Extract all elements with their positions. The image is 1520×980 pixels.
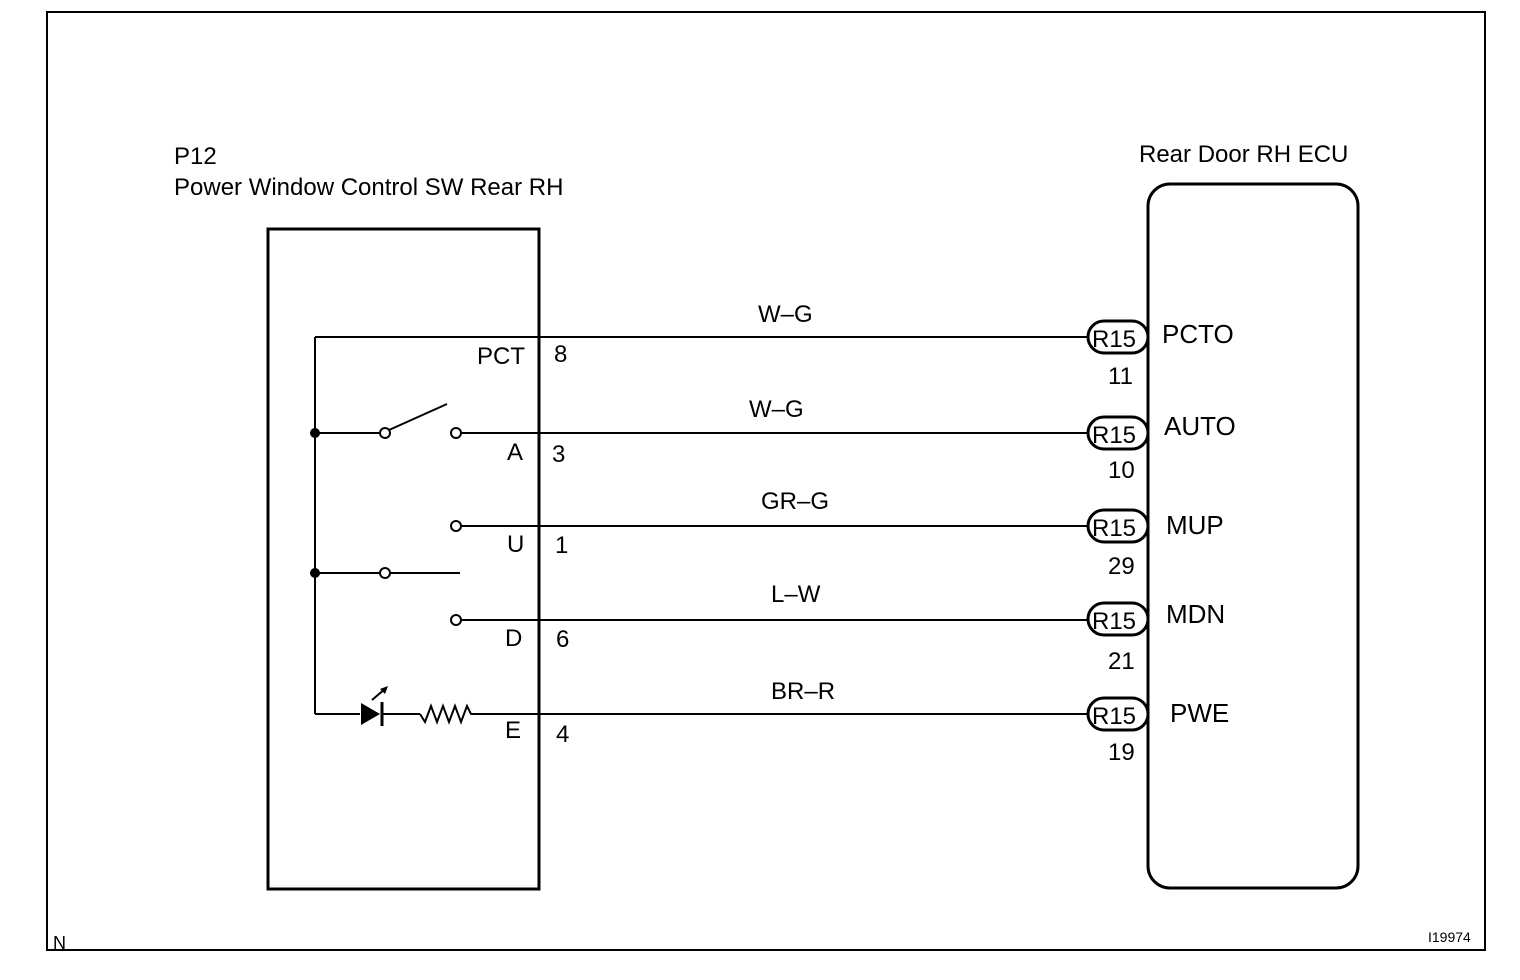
sw-terminal-label: E: [505, 717, 521, 744]
switch-code: P12: [174, 143, 217, 170]
ecu-terminal-label: MDN: [1166, 599, 1225, 629]
ecu-pin-label: 11: [1108, 363, 1133, 390]
sw-pin-label: 8: [554, 341, 567, 368]
sw-pin-label: 3: [552, 441, 565, 468]
connector-pill: [1086, 319, 1150, 355]
connector-pill: [1086, 601, 1150, 637]
wire-color-label: BR–R: [771, 678, 835, 705]
wire-color-label: W–G: [758, 301, 813, 328]
sw-terminal-label: A: [507, 439, 523, 466]
switch-box: [266, 227, 541, 891]
connector-label: R15: [1092, 608, 1136, 635]
wire-color-label: W–G: [749, 396, 804, 423]
sw-pin-label: 1: [555, 532, 568, 559]
connector-pill: [1086, 508, 1150, 544]
ecu-terminal-label: PCTO: [1162, 319, 1234, 349]
sw-terminal-label: D: [505, 625, 522, 652]
sw-pin-label: 4: [556, 721, 569, 748]
ecu-box: [1146, 182, 1360, 890]
ecu-pin-label: 29: [1108, 553, 1135, 580]
ecu-pin-label: 10: [1108, 457, 1135, 484]
connector-pill: [1086, 415, 1150, 451]
corner-letter: N: [53, 933, 66, 953]
wire-color-label: GR–G: [761, 488, 829, 515]
wire-row-mup: GR–G U 1 R15 29 MUP: [507, 488, 1224, 580]
up-down-switch-icon: [315, 520, 540, 626]
ecu-pin-label: 21: [1108, 648, 1135, 675]
led-resistor-icon: [315, 686, 540, 726]
wire-row-mdn: L–W D 6 R15 21 MDN: [505, 581, 1225, 675]
ecu-terminal-label: MUP: [1166, 510, 1224, 540]
auto-switch-icon: [315, 403, 540, 439]
connector-label: R15: [1092, 515, 1136, 542]
ecu-pin-label: 19: [1108, 739, 1135, 766]
connector-label: R15: [1092, 422, 1136, 449]
ecu-terminal-label: PWE: [1170, 698, 1229, 728]
wire-row-auto: W–G A 3 R15 10 AUTO: [507, 396, 1236, 484]
ecu-name: Rear Door RH ECU: [1139, 141, 1348, 168]
sw-terminal-label: PCT: [477, 343, 525, 370]
sw-pin-label: 6: [556, 626, 569, 653]
ecu-terminal-label: AUTO: [1164, 411, 1236, 441]
connector-label: R15: [1092, 326, 1136, 353]
wire-row-pwe: BR–R E 4 R15 19 PWE: [505, 678, 1229, 766]
figure-id: I19974: [1428, 929, 1471, 945]
switch-name: Power Window Control SW Rear RH: [174, 174, 563, 201]
connector-label: R15: [1092, 703, 1136, 730]
connector-pill: [1086, 696, 1150, 732]
sw-terminal-label: U: [507, 531, 524, 558]
diagram-frame: [46, 11, 1486, 951]
wire-color-label: L–W: [771, 581, 821, 608]
wire-row-pct: W–G PCT 8 R15 11 PCTO: [477, 301, 1234, 390]
